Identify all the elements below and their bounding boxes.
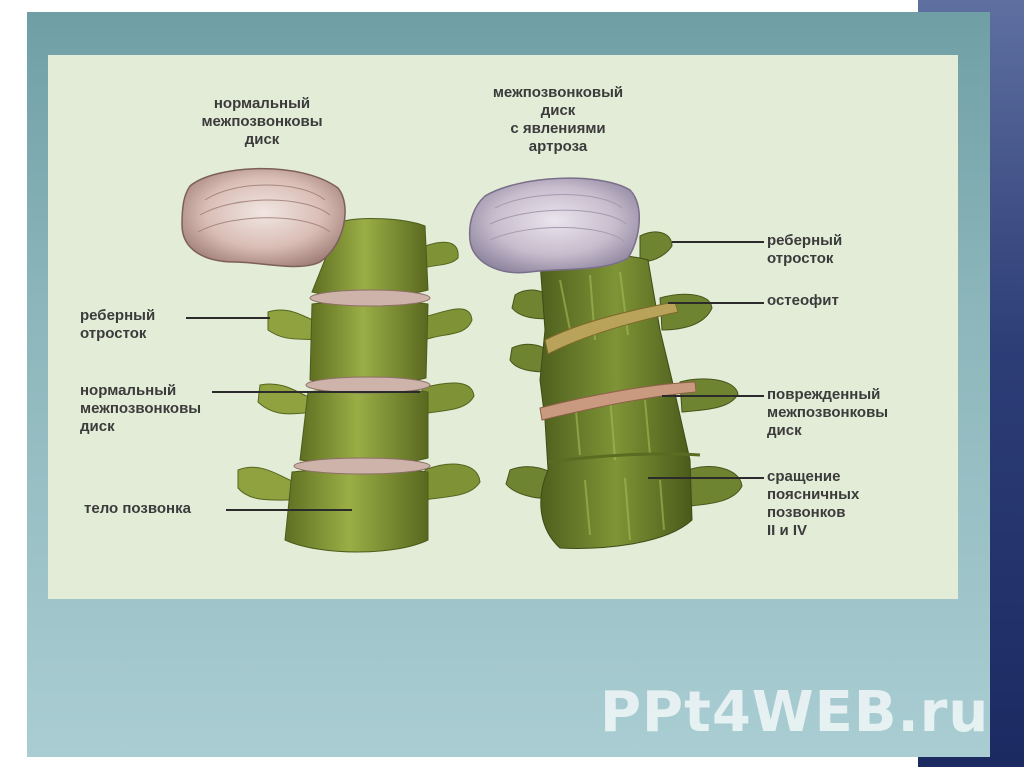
right-vertebra-texture	[559, 271, 665, 541]
label-rib-process-left: реберный отросток	[80, 307, 156, 342]
right-spine-process	[639, 231, 673, 263]
label-damaged-disc: поврежденный межпозвонковы диск	[767, 386, 889, 439]
label-fusion: сращение поясничных позвонков II и IV	[767, 468, 860, 539]
left-spine-process	[421, 382, 475, 415]
fusion-band	[547, 452, 701, 464]
left-disc-band	[309, 289, 431, 307]
watermark-logo: PPt4WEB.ru	[600, 680, 990, 745]
label-normal-disc-title: нормальный межпозвонковы диск	[201, 95, 323, 148]
leader-lines	[186, 241, 764, 511]
arthrosis-spine-group	[468, 177, 743, 549]
osteophyte-band	[544, 301, 679, 355]
left-spine-process	[419, 308, 473, 343]
arthrosis-disc-rings	[489, 194, 627, 243]
label-osteophyte: остеофит	[767, 292, 839, 309]
left-spine-process	[267, 309, 319, 341]
label-vertebra-body: тело позвонка	[84, 500, 191, 517]
left-spine-process	[419, 241, 459, 269]
left-vertebra-body	[299, 388, 429, 465]
label-rib-process-right: реберный отросток	[767, 232, 843, 267]
label-arthrosis-disc-title: межпозвонковый диск с явлениями артроза	[492, 84, 624, 155]
left-disc-band	[305, 376, 431, 394]
left-spine-process	[257, 383, 313, 415]
left-disc-band	[293, 457, 431, 475]
left-vertebra-body	[309, 300, 429, 385]
left-spine-process	[424, 463, 481, 501]
damaged-disc-band	[539, 381, 697, 421]
arthrosis-disc-top	[468, 177, 641, 274]
normal-spine-group	[181, 167, 481, 553]
right-spine-process	[687, 466, 743, 507]
normal-disc-rings	[197, 184, 331, 233]
left-spine-process	[237, 466, 296, 501]
label-normal-disc-left: нормальный межпозвонковы диск	[80, 382, 202, 435]
illustration-plate	[48, 55, 958, 599]
